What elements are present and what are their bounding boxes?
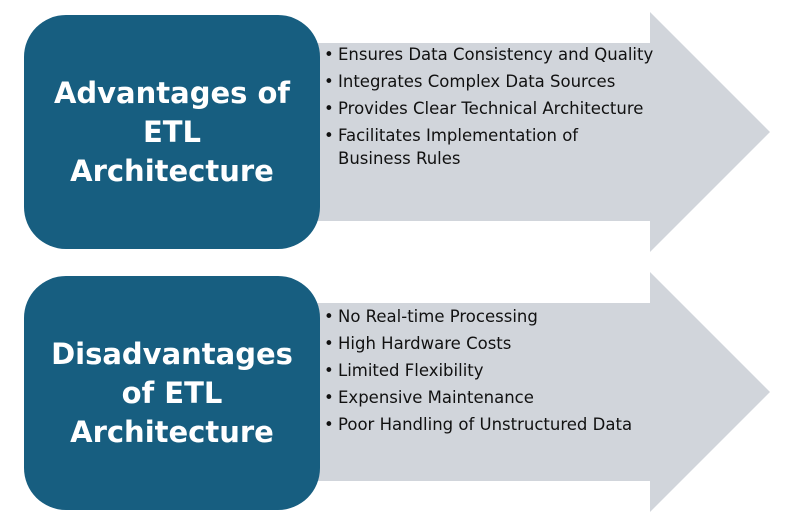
advantages-list: Ensures Data Consistency and Quality Int… <box>322 43 653 174</box>
list-item: Ensures Data Consistency and Quality <box>322 43 653 66</box>
list-item: Limited Flexibility <box>322 359 632 382</box>
list-item: High Hardware Costs <box>322 332 632 355</box>
list-item: Poor Handling of Unstructured Data <box>322 413 632 436</box>
advantages-title: Advantages of ETL Architecture <box>53 75 291 188</box>
disadvantages-title-box: Disadvantages of ETL Architecture <box>24 276 320 510</box>
list-item: Expensive Maintenance <box>322 386 632 409</box>
advantages-title-box: Advantages of ETL Architecture <box>24 15 320 249</box>
disadvantages-list: No Real-time Processing High Hardware Co… <box>322 305 632 440</box>
list-item: Provides Clear Technical Architecture <box>322 97 653 120</box>
list-item: Facilitates Implementation of Business R… <box>322 124 638 170</box>
list-item: No Real-time Processing <box>322 305 632 328</box>
list-item: Integrates Complex Data Sources <box>322 70 653 93</box>
disadvantages-title: Disadvantages of ETL Architecture <box>51 336 293 449</box>
